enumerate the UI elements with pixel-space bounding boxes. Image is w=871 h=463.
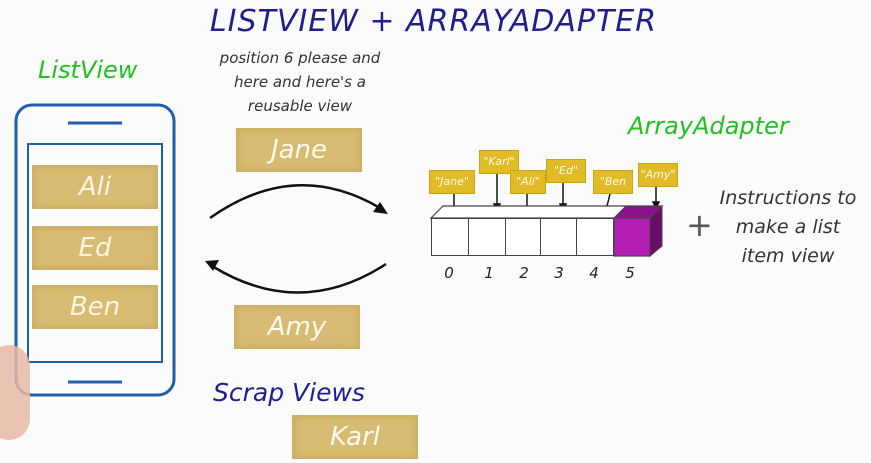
returned-view-card: Amy xyxy=(234,305,360,349)
phone-illustration xyxy=(14,103,176,397)
array-index: 3 xyxy=(554,264,564,282)
array-index: 5 xyxy=(625,264,635,282)
array-cell xyxy=(576,218,614,256)
array-tag: "Ben xyxy=(593,170,633,194)
array-index: 0 xyxy=(444,264,454,282)
highlighted-array-cell xyxy=(613,217,651,257)
request-text-line: here and here's a xyxy=(234,73,366,91)
request-text: position 6 please and here and here's a … xyxy=(200,46,400,118)
exchange-arrows xyxy=(205,184,388,294)
instructions-line: item view xyxy=(741,245,835,267)
finger-illustration xyxy=(0,345,30,440)
plus-sign: + xyxy=(686,206,713,244)
array-index: 2 xyxy=(519,264,529,282)
arrow-to-adapter xyxy=(209,184,381,220)
phone-screen xyxy=(27,143,163,363)
instructions-text: Instructions to make a list item view xyxy=(712,184,864,271)
arrow-to-listview xyxy=(211,262,387,294)
instructions-line: make a list xyxy=(735,216,841,238)
request-card: Jane xyxy=(236,128,362,172)
array-tag: "Karl" xyxy=(479,150,519,174)
phone-list-item: Ben xyxy=(32,285,158,329)
request-text-line: reusable view xyxy=(247,97,353,115)
instructions-line: Instructions to xyxy=(719,187,857,209)
array-index: 1 xyxy=(484,264,494,282)
phone-list-item: Ed xyxy=(32,226,158,270)
array-cell xyxy=(468,218,506,256)
array-cell xyxy=(540,218,577,256)
scrap-views-label: Scrap Views xyxy=(213,378,365,407)
diagram-title: LISTVIEW + ARRAYADAPTER xyxy=(209,4,658,39)
arrow-head-left xyxy=(205,260,219,271)
array-cell xyxy=(505,218,541,256)
scrap-view-card: Karl xyxy=(292,415,418,459)
arrayadapter-label: ArrayAdapter xyxy=(628,112,789,140)
array-tag: "Amy" xyxy=(638,163,678,187)
arrow-head-right xyxy=(373,202,388,214)
phone-list-item: Ali xyxy=(32,165,158,209)
request-text-line: position 6 please and xyxy=(219,49,381,67)
array-tag: "Ed" xyxy=(546,159,586,183)
listview-label: ListView xyxy=(38,56,138,84)
array-tag: "Ali" xyxy=(510,170,546,194)
array-tag: "Jane" xyxy=(429,170,475,194)
array-index: 4 xyxy=(589,264,599,282)
array-3d-top xyxy=(429,204,664,258)
